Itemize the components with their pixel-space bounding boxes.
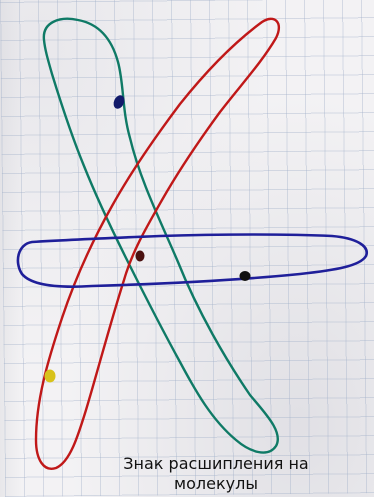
yellow-dot <box>45 370 56 383</box>
maroon-dot <box>136 251 145 262</box>
red-loop <box>36 19 279 469</box>
black-dot <box>240 271 251 281</box>
drawing-caption: Знак расшипления на молекулы <box>100 454 332 494</box>
blue-loop <box>18 235 367 287</box>
